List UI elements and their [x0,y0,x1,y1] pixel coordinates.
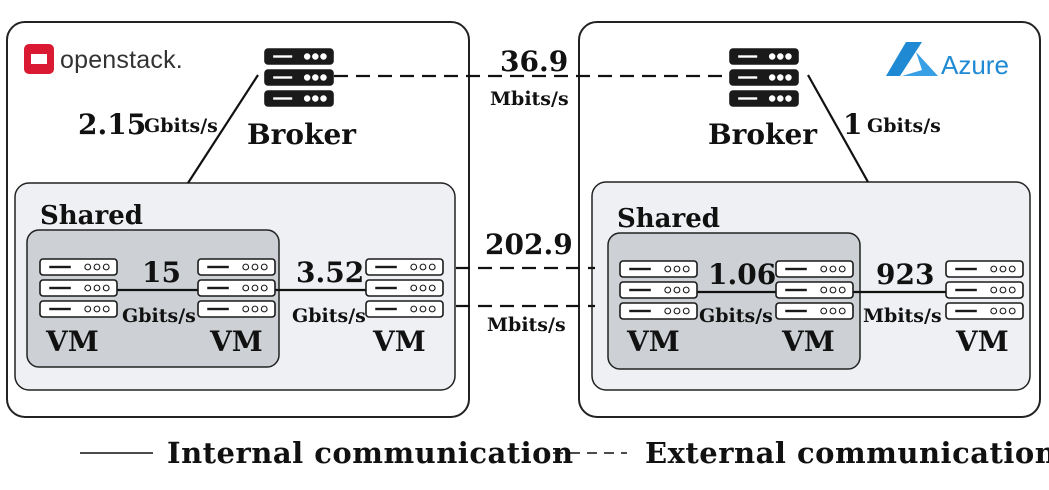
left-host-link-value: 3.52 [296,256,365,289]
right-host-link-unit: Mbits/s [863,305,942,327]
right-broker-link [807,74,869,183]
left-broker-label: Broker [247,118,357,151]
right-shared-link-unit: Gbits/s [699,305,773,327]
azure-logo-icon [886,42,938,76]
broker-external-link-unit: Mbits/s [490,88,569,110]
left-vm2-label: VM [210,325,263,358]
right-host-link-value: 923 [876,258,935,291]
right-broker-server-icon [729,48,799,107]
right-vm1-server-icon [619,260,698,320]
left-shared-link-unit: Gbits/s [122,305,196,327]
right-vm1-label: VM [627,325,680,358]
left-vm2-server-icon [197,258,276,318]
left-broker-link-value: 2.15 [78,108,147,141]
right-vm3-server-icon [945,260,1024,320]
left-vm1-server-icon [39,258,118,318]
left-broker-server-icon [264,48,334,107]
right-broker-label: Broker [708,118,818,151]
azure-logo-text: Azure [941,50,1009,80]
broker-external-link-value: 36.9 [500,45,569,78]
right-broker-link-value: 1 [843,108,863,141]
left-vm1-label: VM [46,325,99,358]
legend-external-label: External communication [645,436,1049,470]
left-broker-link-unit: Gbits/s [144,115,218,137]
right-vm2-server-icon [775,260,854,320]
left-broker-link [187,74,259,184]
openstack-logo-text: openstack. [60,46,183,74]
vm-external-link-unit: Mbits/s [487,314,566,336]
right-shared-link-value: 1.06 [708,258,777,291]
right-vm2-label: VM [782,325,835,358]
right-vm3-label: VM [956,325,1009,358]
right-broker-link-unit: Gbits/s [867,115,941,137]
left-host-link-unit: Gbits/s [292,305,366,327]
right-shared-label: Shared [617,204,720,234]
vm-external-link-value: 202.9 [485,228,573,261]
left-shared-label: Shared [40,201,143,231]
legend-internal-label: Internal communication [167,436,574,470]
left-vm3-server-icon [365,258,444,318]
left-shared-link-value: 15 [142,256,181,289]
openstack-logo-icon [24,44,54,74]
left-vm3-label: VM [373,325,426,358]
